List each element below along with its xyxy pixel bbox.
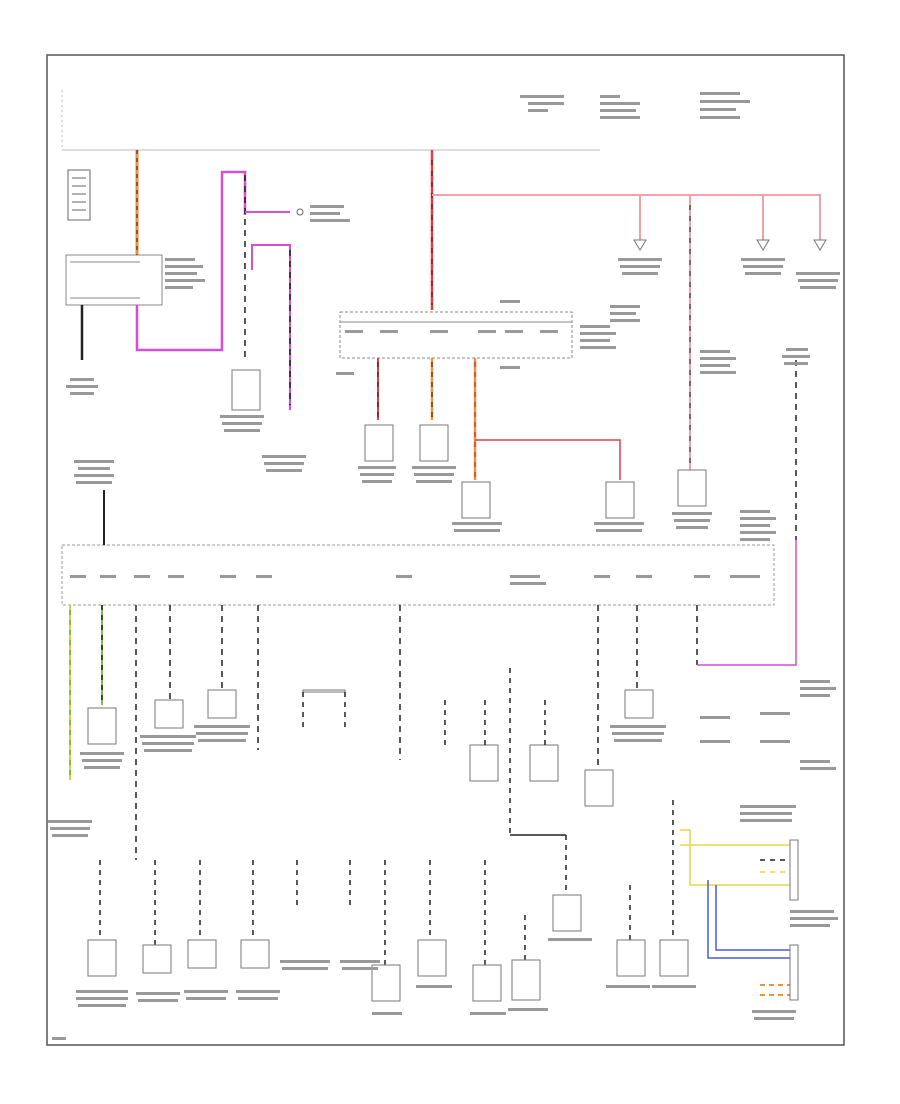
components-mid <box>364 424 707 519</box>
diagram-frame <box>46 54 845 1046</box>
right-feed-label <box>700 348 810 374</box>
component-boxes-row1 <box>87 689 654 807</box>
magenta-return-wire <box>697 540 797 666</box>
component-labels-mid <box>358 466 712 532</box>
connector-icons <box>633 239 827 251</box>
right-bus-wires <box>680 829 790 996</box>
right-connector-labels <box>700 680 838 927</box>
ground-label <box>66 378 98 395</box>
component-box <box>231 369 261 411</box>
connector-icon <box>296 208 304 216</box>
component-label <box>220 415 264 432</box>
lower-fuse-panel-labels <box>74 460 776 541</box>
right-connector-block <box>789 839 799 901</box>
fuse-ticks <box>70 575 760 585</box>
component-label <box>262 455 306 472</box>
magenta-wire-right <box>251 244 291 410</box>
battery-symbol <box>67 169 91 221</box>
lower-component-labels <box>76 938 796 1020</box>
junction-box-text <box>165 258 205 289</box>
legend-block <box>520 92 750 119</box>
red-wire-to-right <box>475 439 621 480</box>
upper-fuse-labels <box>336 300 640 375</box>
lower-wires-2 <box>99 668 674 965</box>
lower-fuse-panel <box>61 544 775 606</box>
lower-branch-wires <box>69 605 698 860</box>
connector-labels <box>618 258 840 289</box>
connector-label <box>310 205 350 222</box>
battery-junction-box <box>65 254 163 306</box>
top-bus <box>61 90 600 151</box>
right-connector-block-2 <box>789 944 799 1001</box>
upper-fuse-box <box>339 311 573 359</box>
page-code <box>52 1037 66 1040</box>
red-wire-right-branch <box>432 194 821 240</box>
component-labels-row1 <box>48 725 666 837</box>
lower-component-boxes <box>87 894 689 1002</box>
